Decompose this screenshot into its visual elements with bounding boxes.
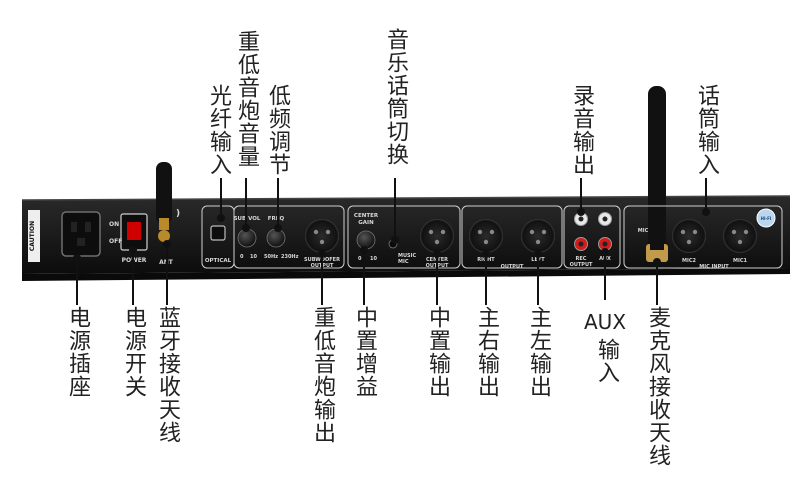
freq-max: 230Hz	[281, 254, 299, 260]
label-music-mic-switch: 音乐话筒切换	[383, 28, 408, 166]
sub-vol-max: 10	[250, 254, 257, 260]
subwoofer-section: SUB VOL FREQ 0 10 50Hz 230Hz SUBWOOFER O…	[233, 205, 345, 269]
cert-label: HI-FI	[761, 216, 772, 221]
callout-lines	[73, 178, 710, 305]
label-mic-input: 话筒输入	[694, 84, 719, 176]
mic-input-section: MIC MIC2 MIC1 MIC INPUT HI-FI	[623, 205, 783, 270]
rec-output-label: OUTPUT	[570, 262, 593, 268]
right-xlr-output[interactable]	[469, 219, 503, 253]
mic-label: MIC	[398, 259, 409, 265]
label-record-output: 录音输出	[569, 84, 594, 176]
bt-antenna	[156, 162, 172, 230]
certification-badge	[756, 208, 776, 228]
label-bt-antenna: 蓝牙接收天线	[155, 306, 180, 444]
label-optical-input: 光纤输入	[206, 84, 231, 176]
label-aux-sub: 输入	[594, 338, 619, 384]
label-subwoofer-volume: 重低音炮音量	[234, 30, 259, 168]
optical-port[interactable]	[210, 225, 226, 241]
optical-section: OPTICAL	[201, 205, 235, 269]
power-switch[interactable]	[120, 213, 148, 251]
center-gain-min: 0	[358, 256, 362, 262]
bt-antenna-connector[interactable]	[158, 230, 170, 242]
mic2-label: MIC2	[682, 258, 697, 264]
svg-text:CAUTION: CAUTION	[29, 221, 36, 251]
subwoofer-xlr-output[interactable]	[305, 219, 339, 253]
freq-label: FREQ	[268, 216, 285, 222]
chassis	[21, 195, 791, 281]
power-socket[interactable]	[61, 211, 101, 257]
label-power-switch: 电源开关	[121, 306, 146, 398]
rec-label: REC	[576, 256, 587, 262]
label-subwoofer-output: 重低音炮输出	[310, 306, 335, 444]
label-center-gain: 中置增益	[352, 306, 377, 398]
label-left-output: 主左输出	[526, 306, 551, 398]
power-label: POWER	[122, 257, 147, 264]
mic-antenna	[648, 86, 666, 262]
bluetooth-icon: )	[176, 209, 180, 219]
sub-vol-min: 0	[240, 254, 244, 260]
sub-vol-label: SUB VOL	[234, 216, 261, 222]
mic2-xlr-input[interactable]	[672, 219, 706, 253]
main-output-section: RIGHT LEFT OUTPUT	[461, 205, 563, 270]
label-right-output: 主右输出	[474, 306, 499, 398]
mic1-label: MIC1	[733, 258, 748, 264]
mic-input-label: MIC INPUT	[699, 264, 729, 270]
switch-off-label: OFF	[109, 238, 122, 245]
mic-antenna-base	[646, 240, 668, 262]
mic-antenna-label: MIC	[638, 228, 649, 234]
label-power-socket: 电源插座	[65, 306, 90, 398]
music-label: MUSIC	[398, 253, 416, 259]
switch-on-label: ON	[109, 221, 119, 228]
label-low-freq-adjust: 低频调节	[265, 84, 290, 176]
mic1-xlr-input[interactable]	[723, 219, 757, 253]
center-gain-knob[interactable]	[356, 230, 376, 250]
main-output-label: OUTPUT	[501, 264, 524, 270]
freq-min: 50Hz	[264, 254, 278, 260]
left-xlr-output[interactable]	[521, 219, 555, 253]
center-gain-label-1: CENTER	[354, 213, 379, 219]
freq-knob[interactable]	[266, 228, 286, 248]
optical-label: OPTICAL	[205, 258, 232, 264]
center-xlr-output[interactable]	[420, 219, 454, 253]
label-mic-antenna: 麦克风接收天线	[645, 306, 670, 467]
label-center-output: 中置输出	[425, 306, 450, 398]
label-aux-title: AUX	[584, 310, 627, 334]
center-gain-label-2: GAIN	[358, 220, 374, 226]
center-gain-max: 10	[370, 256, 377, 262]
caution-label: CAUTION	[28, 210, 40, 262]
